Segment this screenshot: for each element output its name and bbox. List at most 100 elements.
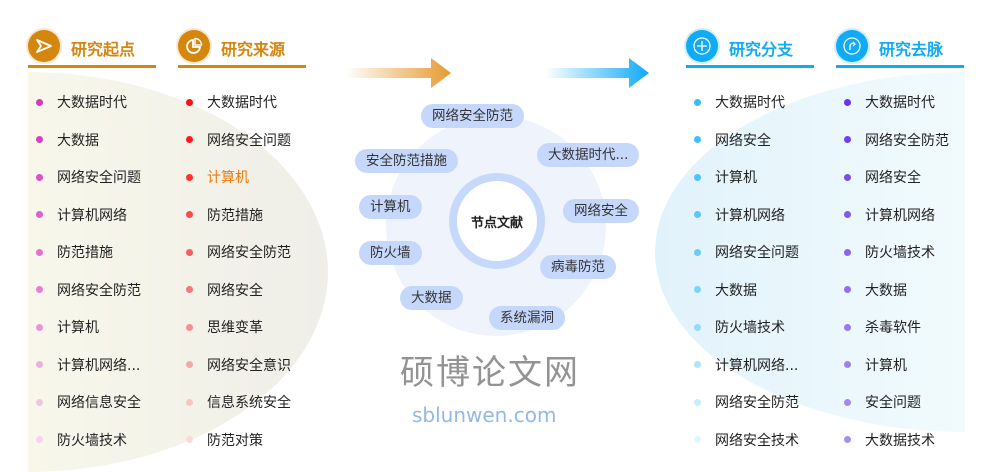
list-item[interactable]: 大数据时代 [844, 92, 935, 112]
list-item[interactable]: 防火墙技术 [36, 430, 127, 450]
column-4: 研究去脉 大数据时代 网络安全防范 网络安全 计算机网络 防火墙技术 大数据 杀… [836, 30, 964, 449]
list-item-label: 防范措施 [207, 207, 263, 224]
watermark-logo: 硕博论文网 [400, 353, 580, 393]
node-pill[interactable]: 网络安全 [563, 199, 639, 223]
bullet-dot-icon [694, 136, 701, 143]
list-item[interactable]: 大数据 [36, 130, 99, 150]
plus-circle-icon [686, 30, 718, 62]
list-item[interactable]: 计算机网络... [694, 355, 798, 375]
list-item-label: 大数据时代 [57, 95, 127, 111]
list-item[interactable]: 网络安全问题 [694, 242, 799, 262]
list-item-label: 信息系统安全 [207, 395, 291, 411]
bullet-dot-icon [844, 436, 851, 443]
column-header: 研究分支 [686, 30, 814, 68]
list-item[interactable]: 网络安全防范 [36, 280, 141, 300]
bullet-dot-icon [694, 248, 701, 256]
bullet-dot-icon [694, 436, 701, 443]
list-item[interactable]: 计算机网络 [36, 205, 127, 225]
list-item[interactable]: 防火墙技术 [694, 317, 785, 337]
list-item[interactable]: 计算机网络 [694, 205, 785, 225]
send-icon [28, 30, 60, 62]
list-item-label: 大数据时代 [207, 95, 277, 111]
list-item[interactable]: 网络安全技术 [694, 430, 799, 450]
list-item-label: 思维变革 [207, 320, 263, 336]
list-item-label: 防火墙技术 [865, 245, 935, 261]
list-item-label: 网络信息安全 [57, 395, 141, 411]
center-node[interactable]: 节点文献 [449, 173, 545, 269]
node-pill[interactable]: 系统漏洞 [489, 306, 565, 330]
bullet-dot-icon [186, 286, 193, 293]
list-item[interactable]: 网络安全防范 [844, 130, 949, 150]
list-item-label: 计算机网络 [715, 207, 785, 224]
list-item[interactable]: 计算机网络... [36, 355, 140, 375]
list-item-label: 网络安全技术 [715, 432, 799, 449]
list-item[interactable]: 信息系统安全 [186, 392, 291, 412]
node-pill[interactable]: 防火墙 [359, 241, 422, 265]
bullet-dot-icon [186, 136, 193, 143]
bullet-dot-icon [694, 323, 701, 331]
node-pill[interactable]: 网络安全防范 [421, 104, 524, 128]
node-pill[interactable]: 安全防范措施 [355, 149, 458, 173]
list-item[interactable]: 计算机 [36, 317, 99, 337]
bullet-dot-icon [186, 248, 193, 256]
list-item[interactable]: 防范措施 [186, 205, 263, 225]
list-item[interactable]: 思维变革 [186, 317, 263, 337]
list-item-label: 防范对策 [207, 432, 263, 449]
bullet-dot-icon [694, 286, 701, 293]
list-item[interactable]: 网络安全 [186, 280, 263, 300]
list-item[interactable]: 网络安全问题 [186, 130, 291, 150]
node-pill[interactable]: 病毒防范 [540, 255, 616, 279]
list-item-label: 大数据时代 [865, 95, 935, 111]
list-item[interactable]: 网络安全 [844, 167, 921, 187]
bullet-dot-icon [36, 323, 43, 331]
list-item[interactable]: 计算机网络 [844, 205, 935, 225]
list-item[interactable]: 计算机 [844, 355, 907, 375]
node-pill[interactable]: 计算机 [359, 195, 422, 219]
column-1: 研究起点 大数据时代 大数据 网络安全问题 计算机网络 防范措施 网络安全防范 … [28, 30, 156, 449]
watermark-url: sblunwen.com [412, 403, 557, 427]
list-item-label: 防火墙技术 [715, 320, 785, 336]
bullet-dot-icon [186, 361, 193, 368]
list-item-label: 大数据 [57, 132, 99, 149]
list-item[interactable]: 大数据技术 [844, 430, 935, 450]
list-item-label: 防火墙技术 [57, 432, 127, 449]
list-item-label: 大数据 [865, 282, 907, 299]
list-item[interactable]: 大数据时代 [36, 92, 127, 112]
bullet-dot-icon [844, 286, 851, 293]
bullet-dot-icon [36, 98, 43, 106]
center-node-label: 节点文献 [470, 215, 523, 231]
list-item-label: 计算机网络... [57, 357, 141, 374]
list-item[interactable]: 杀毒软件 [844, 317, 921, 337]
bullet-dot-icon [694, 361, 701, 368]
list-item[interactable]: 大数据 [844, 280, 907, 300]
list-item[interactable]: 防范对策 [186, 430, 263, 450]
list-item[interactable]: 大数据时代 [186, 92, 277, 112]
list-item-label: 防范措施 [57, 245, 113, 261]
list-item[interactable]: 网络安全防范 [694, 392, 799, 412]
bullet-dot-icon [694, 173, 701, 181]
list-item[interactable]: 网络安全问题 [36, 167, 141, 187]
list-item[interactable]: 防火墙技术 [844, 242, 935, 262]
list-item[interactable]: 网络信息安全 [36, 392, 141, 412]
list-item-label: 大数据时代 [715, 95, 785, 111]
list-item[interactable]: 大数据 [694, 280, 757, 300]
list-item-label: 网络安全防范 [57, 282, 141, 299]
bullet-dot-icon [186, 323, 193, 331]
list-item-label: 网络安全 [715, 132, 771, 149]
node-pill[interactable]: 大数据时代... [537, 143, 640, 167]
bullet-dot-icon [844, 323, 851, 331]
node-pill[interactable]: 大数据 [400, 286, 463, 310]
list-item[interactable]: 网络安全防范 [186, 242, 291, 262]
list-item[interactable]: 防范措施 [36, 242, 113, 262]
list-item[interactable]: 计算机 [186, 167, 249, 187]
list-item-label: 计算机网络... [715, 357, 799, 374]
list-item[interactable]: 网络安全意识 [186, 355, 291, 375]
list-item[interactable]: 大数据时代 [694, 92, 785, 112]
list-item-label: 大数据技术 [865, 432, 935, 449]
bullet-dot-icon [36, 398, 43, 406]
list-item[interactable]: 网络安全 [694, 130, 771, 150]
bullet-dot-icon [844, 98, 851, 106]
column-2: 研究来源 大数据时代 网络安全问题 计算机 防范措施 网络安全防范 网络安全 思… [178, 30, 306, 449]
list-item[interactable]: 计算机 [694, 167, 757, 187]
list-item[interactable]: 安全问题 [844, 392, 921, 412]
